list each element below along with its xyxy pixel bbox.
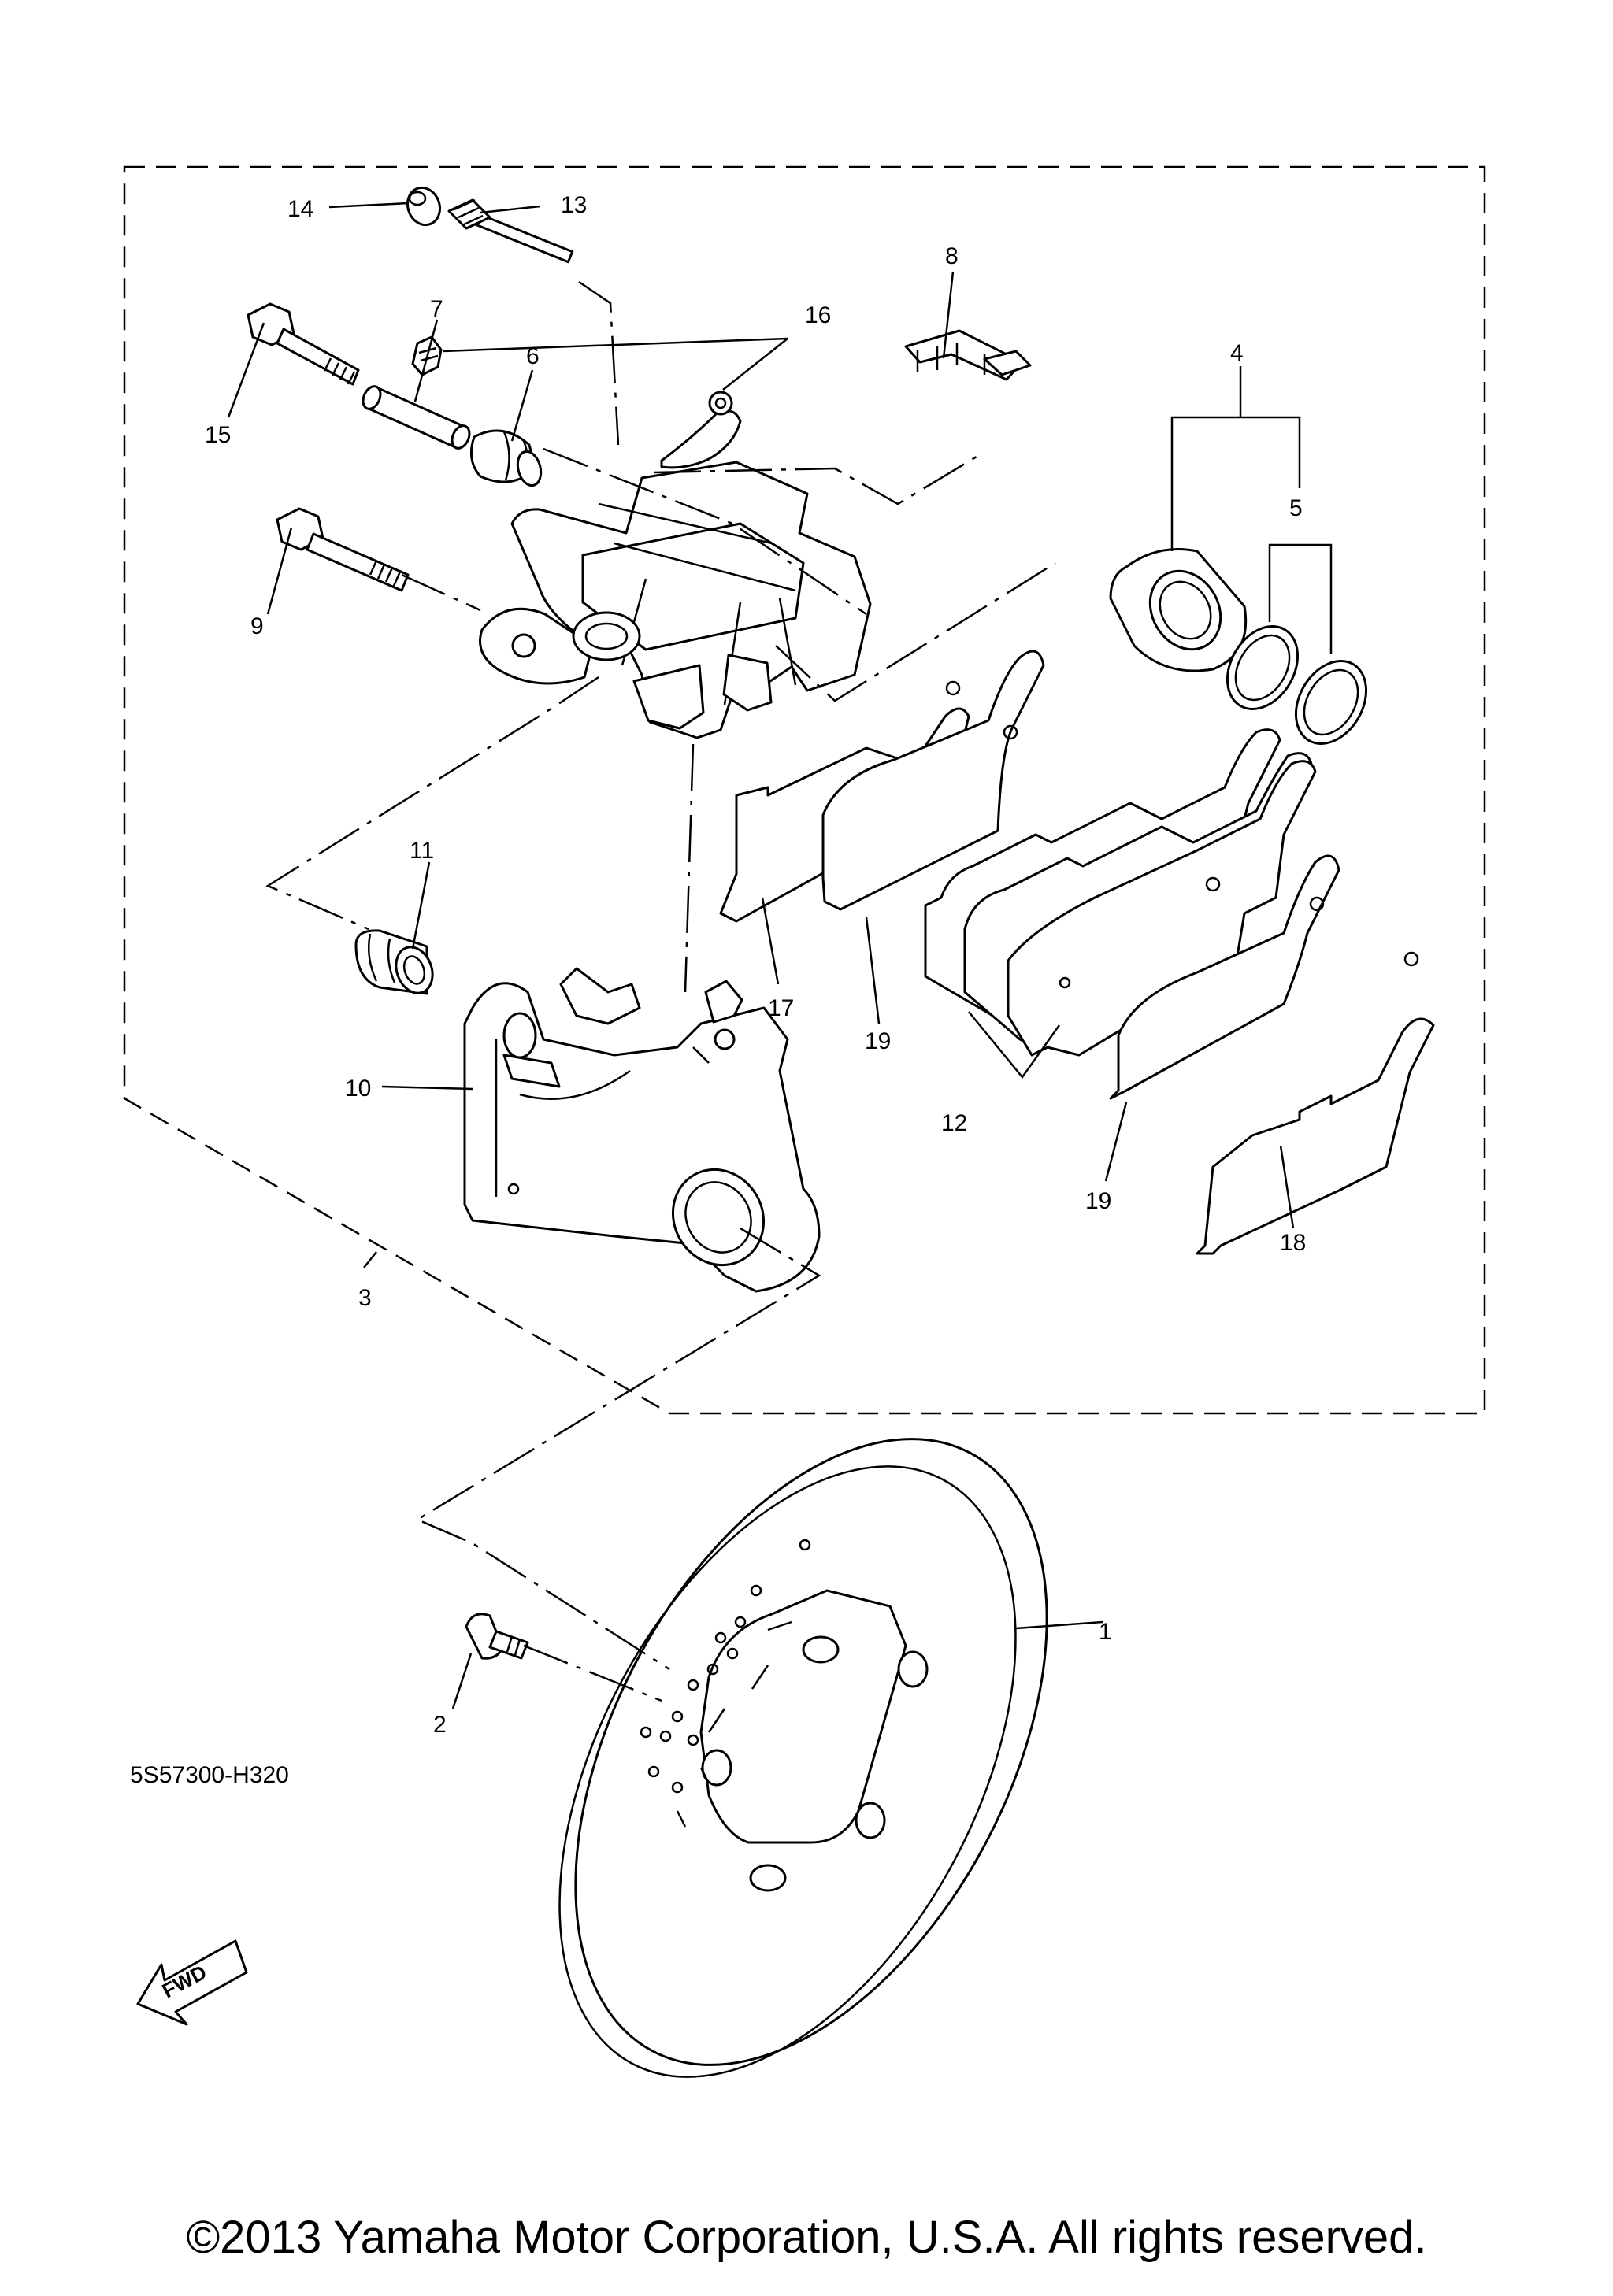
brake-pad-set-part xyxy=(924,728,1317,1057)
brake-pad-left-part xyxy=(821,650,1045,911)
caliper-bracket-part xyxy=(463,967,821,1293)
callout-7: 7 xyxy=(430,296,443,322)
caliper-body-part xyxy=(479,461,872,739)
piston-seals-part xyxy=(1226,625,1368,745)
callout-2: 2 xyxy=(433,1712,447,1738)
pad-shim-right-part xyxy=(1196,951,1435,1255)
callout-9: 9 xyxy=(250,613,264,639)
callout-6: 6 xyxy=(526,343,540,369)
callout-18: 18 xyxy=(1280,1230,1306,1256)
callout-12: 12 xyxy=(941,1110,967,1136)
piston-part xyxy=(1109,548,1248,672)
callout-numbers: 1 2 3 4 5 6 7 8 9 10 11 12 13 14 15 16 1… xyxy=(205,192,1306,1738)
cap-part xyxy=(406,186,442,227)
copyright-notice: ©2013 Yamaha Motor Corporation, U.S.A. A… xyxy=(186,2212,1427,2263)
callout-13: 13 xyxy=(561,192,587,218)
callout-10: 10 xyxy=(345,1076,371,1102)
bleed-screw-part xyxy=(411,335,742,469)
pad-spring-part xyxy=(904,329,1032,381)
callout-16: 16 xyxy=(805,302,831,328)
brake-disc-part xyxy=(558,1438,1048,2078)
caliper-assembly-boundary xyxy=(123,165,1486,1415)
pin-part xyxy=(447,198,574,264)
callout-4: 4 xyxy=(1230,340,1244,366)
callout-14: 14 xyxy=(287,196,313,222)
fwd-arrow-icon: FWD xyxy=(136,1939,248,2026)
sleeve-pin-part xyxy=(362,385,471,450)
callout-1: 1 xyxy=(1099,1619,1112,1645)
leader-lines xyxy=(227,202,1333,1709)
diagram-code: 5S57300-H320 xyxy=(130,1762,289,1788)
callout-8: 8 xyxy=(945,243,959,269)
disc-bolt-part xyxy=(465,1613,529,1660)
boot-part xyxy=(469,429,543,487)
sleeve-boot-part xyxy=(354,929,434,995)
bolt-long-part xyxy=(247,302,360,386)
callout-19-right: 19 xyxy=(1085,1188,1111,1214)
callout-19-left: 19 xyxy=(865,1028,891,1054)
callout-3: 3 xyxy=(358,1285,372,1311)
assembly-guide-lines xyxy=(265,280,1056,1702)
callout-11: 11 xyxy=(410,838,434,864)
callout-5: 5 xyxy=(1289,495,1303,521)
callout-17: 17 xyxy=(768,995,794,1021)
callout-15: 15 xyxy=(205,422,231,448)
brake-pad-right-part xyxy=(1109,854,1340,1100)
bolt-short-part xyxy=(276,507,410,592)
